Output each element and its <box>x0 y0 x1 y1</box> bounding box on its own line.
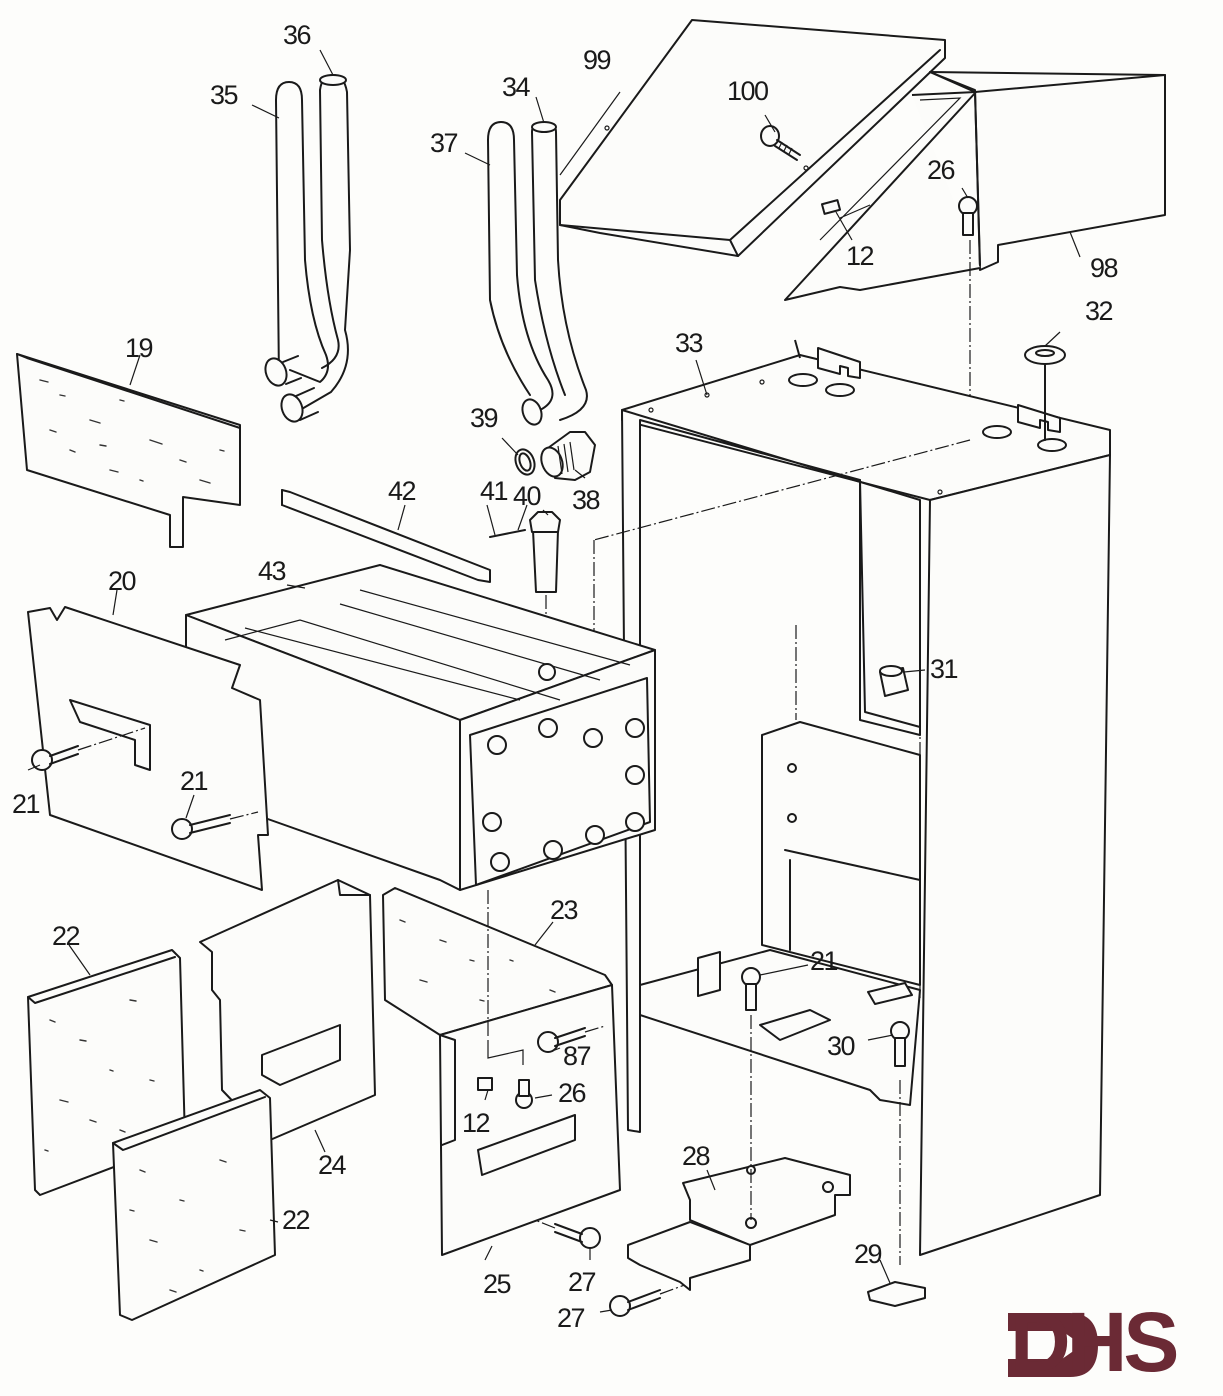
callout-21-b: 21 <box>180 766 209 796</box>
callout-21-c: 21 <box>810 946 839 976</box>
callout-25: 25 <box>483 1269 512 1299</box>
pipe-34 <box>531 121 588 421</box>
inner-panel-24 <box>199 879 376 1141</box>
callout-35: 35 <box>210 80 239 110</box>
callout-19: 19 <box>125 333 154 363</box>
front-panel-25 <box>439 890 621 1256</box>
callout-27-b: 27 <box>557 1303 586 1333</box>
base-tray-28 <box>627 1015 851 1291</box>
heat-exchanger-43 <box>185 564 656 891</box>
callout-42: 42 <box>388 476 417 506</box>
side-panel-20 <box>27 606 269 891</box>
callout-32: 32 <box>1085 296 1114 326</box>
callout-34: 34 <box>502 72 531 102</box>
callout-43: 43 <box>258 556 287 586</box>
callout-12-top: 12 <box>846 241 875 271</box>
callout-100: 100 <box>727 76 769 106</box>
callout-12-bottom: 12 <box>462 1108 491 1138</box>
insulation-panel-19 <box>16 353 241 548</box>
callout-29: 29 <box>854 1239 883 1269</box>
screw-26-bottom <box>515 1079 533 1109</box>
callout-39: 39 <box>470 403 499 433</box>
callout-26-bottom: 26 <box>558 1078 587 1108</box>
pipe-36 <box>280 74 351 423</box>
callout-36: 36 <box>283 20 312 50</box>
callout-37: 37 <box>430 128 459 158</box>
callout-23: 23 <box>550 895 579 925</box>
callout-98: 98 <box>1090 253 1119 283</box>
screw-27-a <box>534 1219 601 1249</box>
screw-30 <box>890 1021 910 1265</box>
callout-27-a: 27 <box>568 1267 597 1297</box>
callout-31: 31 <box>930 654 959 684</box>
callout-24: 24 <box>318 1150 347 1180</box>
bolt-ring <box>482 718 645 872</box>
leader-lines <box>27 49 1081 1313</box>
foot-29 <box>867 1281 926 1307</box>
split-pin-41 <box>489 529 526 538</box>
top-cover-99 <box>559 19 946 257</box>
callout-33: 33 <box>675 328 704 358</box>
pipe-37 <box>487 121 554 426</box>
callout-20: 20 <box>108 566 137 596</box>
union-38 <box>540 431 596 481</box>
callout-22-b: 22 <box>282 1205 311 1235</box>
callout-21-a: 21 <box>12 789 41 819</box>
screw-21-b <box>171 811 259 840</box>
callout-87: 87 <box>563 1041 592 1071</box>
callout-28: 28 <box>682 1141 711 1171</box>
assembly-line <box>593 439 971 541</box>
callout-99: 99 <box>583 45 612 75</box>
callout-40: 40 <box>513 481 542 511</box>
callout-26-top: 26 <box>927 155 956 185</box>
screw-21-a <box>31 727 146 771</box>
screw-21-c <box>741 967 761 1011</box>
sealing-ring-39 <box>514 448 536 476</box>
clip-nut-12-bottom <box>477 1077 493 1091</box>
support-bar-42 <box>281 489 491 583</box>
dhs-logo-arrow-icon <box>1008 1313 1098 1377</box>
control-box-98 <box>784 71 1166 301</box>
insulation-panel-22-b <box>112 1089 276 1321</box>
callout-41: 41 <box>480 476 509 506</box>
outer-casing-33 <box>621 339 1111 1256</box>
screw-27-b <box>609 1282 691 1317</box>
callout-22-a: 22 <box>52 921 81 951</box>
dhs-logo-text: DHS <box>1010 1295 1179 1389</box>
callout-30: 30 <box>827 1031 856 1061</box>
callout-38: 38 <box>572 485 601 515</box>
pipe-35 <box>264 81 329 387</box>
screw-87 <box>537 1025 606 1053</box>
clip-nut-12-top <box>820 199 842 215</box>
